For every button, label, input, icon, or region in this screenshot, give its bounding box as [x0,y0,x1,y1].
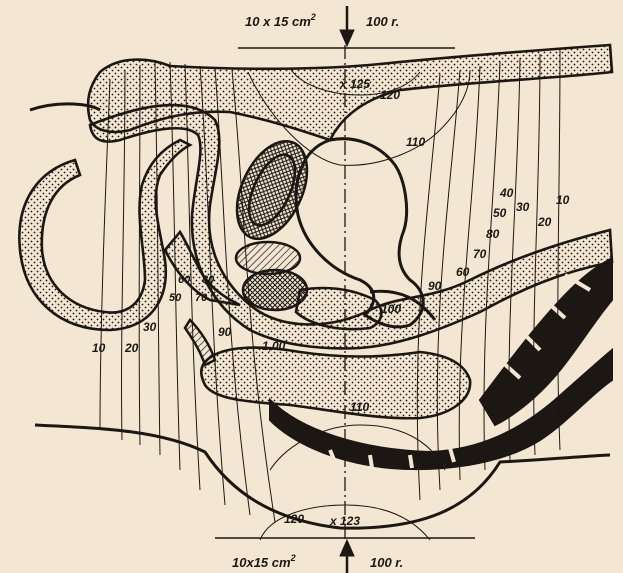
iso-label-40-right: 40 [499,186,514,200]
iso-label-20-left: 20 [124,341,139,355]
iso-label-60-left: 60 [178,274,191,286]
bottom-field-exponent: 2 [290,553,296,563]
iso-label-110-top: 110 [406,135,425,149]
iso-label-30-right: 30 [516,200,530,214]
iso-label-100-center: 100 [381,302,401,316]
max-dose-bottom: x 123 [329,514,360,528]
iso-label-80-right: 80 [486,227,500,241]
iso-label-120-bottom: 120 [284,512,304,526]
bottom-field-size: 10x15 cm [232,555,291,570]
iso-label-90-right: 90 [428,279,442,293]
top-field-dose: 100 r. [366,14,399,29]
iso-label-20-right: 20 [537,215,552,229]
iso-label-10-left: 10 [92,341,106,355]
top-field-size: 10 x 15 cm [245,14,311,29]
top-field-exponent: 2 [310,12,316,22]
iso-label-110-center: 110 [350,400,369,414]
iso-label-30-left: 30 [143,320,157,334]
svg-text:10x15 cm2: 10x15 cm2 [232,553,296,570]
iso-label-70-right: 70 [473,247,487,261]
svg-text:10 x 15 cm2: 10 x 15 cm2 [245,12,316,29]
iso-label-10-right: 10 [556,193,570,207]
iso-label-120-top: 120 [380,88,400,102]
iso-label-50-left: 50 [169,292,182,304]
bottom-field-dose: 100 r. [370,555,403,570]
iso-label-80-left: 80 [202,274,215,286]
iso-label-50-right: 50 [493,206,507,220]
iso-label-90-left: 90 [218,325,232,339]
iso-label-70-left: 70 [195,292,208,304]
max-dose-top: x 125 [339,77,370,91]
iso-label-100-left: 1,00 [262,339,286,353]
iso-label-60-right: 60 [456,265,470,279]
